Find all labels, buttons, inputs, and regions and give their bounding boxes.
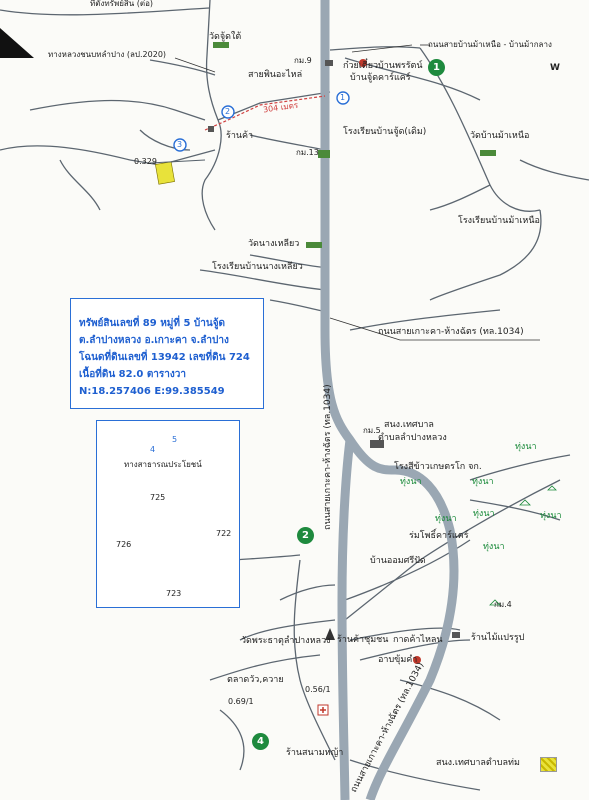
corner-decoration [0,28,34,58]
distance-route [204,95,326,131]
label-office: สนง.เทศบาล [384,420,434,430]
pin-icons [173,91,350,152]
label-highway: ถนนสายเกาะคา-ห้างฉัตร (ทล.1034) [378,327,524,337]
field-icons [489,485,557,606]
label-wat-lampang: วัดพระธาตุลำปางหลวง [241,636,331,646]
label-market: กาดค้าไหลน [393,635,443,645]
label-wat-nangliew: วัดนางเหลียว [248,239,300,249]
info-area: เนื้อที่ดิน 82.0 ตารางวา [79,369,187,380]
cut-header: ที่ตั้งทรัพย์สิน (ต่อ) [90,0,154,8]
label-ricefield-2: ทุ่งนา [400,477,422,487]
label-parts: สายพินอะไหล่ [248,70,303,80]
label-km13: กม.13 [296,148,319,157]
label-ricefield-7: ทุ่งนา [472,477,494,487]
restaurant-icon [359,59,367,67]
label-tambon: ตำบลลำปางหลวง [378,433,447,443]
parcel-hatch [155,161,175,185]
label-school-nangliew: โรงเรียนบ้านนางเหลียว [212,262,303,272]
hospital-icon [317,704,329,716]
property-info-box: ทรัพย์สินเลขที่ 89 หมู่ที่ 5 บ้านจู้ด ต.… [70,298,264,409]
label-ban-om: บ้านออมศรีปัด [370,556,426,566]
marker-1: 1 [428,59,445,76]
legend-label: สนง.เทศบาลตำบลท่ม [436,758,520,768]
label-rice-mill: โรงสีข้าวเกษตรโก จก. [394,462,482,472]
label-ricefield-4: ทุ่งนา [473,509,495,519]
restaurant-icon-2 [413,656,421,664]
info-deed: โฉนดที่ดินเลขที่ 13942 เลขที่ดิน 724 [79,352,250,363]
label-723: 723 [166,589,182,598]
info-address: ทรัพย์สินเลขที่ 89 หมู่ที่ 5 บ้านจู้ด [79,318,226,329]
info-coordinates: N:18.257406 E:99.385549 [79,386,225,397]
plot-box [96,420,240,608]
legend-swatch [540,757,557,772]
label-rumpho: ร่มโพธิ์คาร์แคร์ [409,531,469,541]
pin-5: 5 [172,435,178,444]
label-shop: ร้านค้า [226,131,254,141]
label-noodle: ก๋วยเตี๋ยวบ้านพรรัตน์ [343,61,423,71]
highway-1034-south [337,439,355,800]
label-725: 725 [150,493,166,502]
label-cattle-market: ตลาดวัว,ควาย [227,675,284,685]
pointer-lines [174,44,540,341]
label-lawn-shop: ร้านสนามหญ้า [286,748,344,758]
label-726: 726 [116,540,132,549]
label-plot-road: ทางสาธารณประโยชน์ [124,460,202,469]
label-km4: กม.4 [494,600,512,609]
pin-3: 3 [177,140,183,149]
label-ricefield-1: ทุ่งนา [515,442,537,452]
label-road-north: ถนนสายบ้านม้าเหนือ - บ้านม้ากลาง [428,40,552,49]
label-ricefield-5: ทุ่งนา [540,511,562,521]
label-carcare: บ้านจู้ดคาร์แคร์ [350,73,411,83]
label-school-old: โรงเรียนบ้านจู้ด(เดิม) [343,127,427,137]
compass-w: W [550,63,560,73]
label-oobsum: อาบขุ้มคำ [378,655,418,665]
marker-4: 4 [252,733,269,750]
temple-icons [213,42,496,248]
label-community-shop: ร้านค้าชุมชน [337,635,389,645]
label-school-manuea: โรงเรียนบ้านม้าเหนือ [458,216,540,226]
info-district: ต.ลำปางหลวง อ.เกาะคา จ.ลำปาง [79,335,229,346]
label-ricefield-6: ทุ่งนา [483,542,505,552]
label-km5: กม.5 [363,426,381,435]
marker-2: 2 [297,527,314,544]
label-rural-road: ทางหลวงชนบทลำปาง (ลป.2020) [48,50,167,59]
building-icons [208,60,460,638]
label-wat: วัดจู้ดใต้ [209,32,242,42]
label-6901: 0.69/1 [228,697,254,706]
label-wood-shop: ร้านไม้แปรรูป [471,633,525,643]
pin-2: 2 [225,107,231,116]
pin-1: 1 [340,93,346,102]
label-5601: 0.56/1 [305,685,331,694]
label-highway-vertical: ถนนสายเกาะคา-ห้างฉัตร (ทล.1034) [323,384,333,530]
pin-4: 4 [150,445,156,454]
label-ricefield-3: ทุ่งนา [435,514,457,524]
label-0329: 0.329 [134,157,157,166]
label-km9: กม.9 [294,56,312,65]
label-722: 722 [216,529,232,538]
highway-1034 [320,0,459,800]
label-wat-manuea: วัดบ้านม้าเหนือ [470,131,530,141]
pagoda-icon [325,628,335,640]
